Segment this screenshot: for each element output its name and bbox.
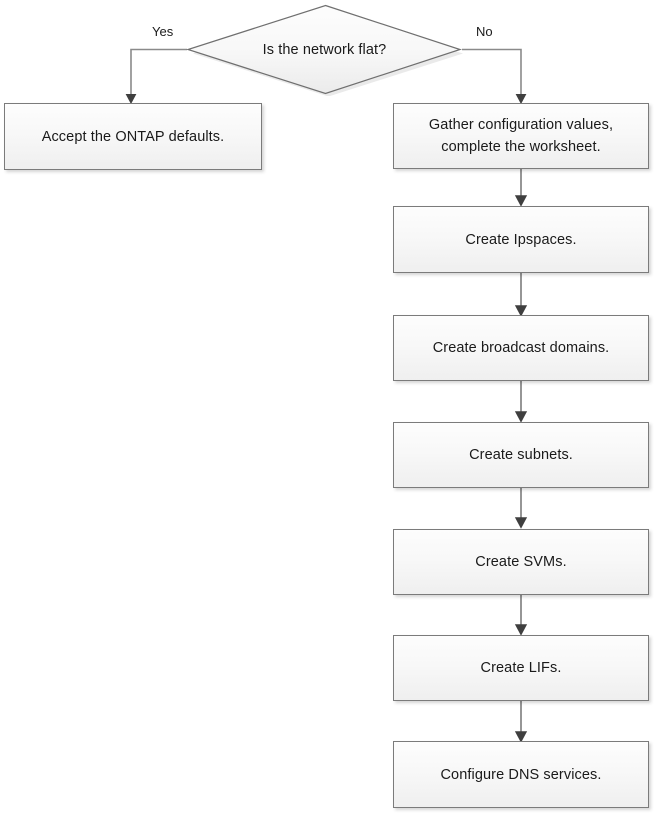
process-box-label-line1: Gather configuration values, — [428, 117, 614, 133]
process-box-label: Create SVMs. — [475, 554, 567, 570]
decision-node-network-flat[interactable]: Is the network flat? — [186, 3, 463, 96]
process-box-create-ipspaces[interactable]: Create Ipspaces. — [393, 206, 649, 273]
process-box-configure-dns-services[interactable]: Configure DNS services. — [393, 741, 649, 808]
process-box-label: Gather configuration values, complete th… — [421, 114, 621, 158]
process-box-label: Create Ipspaces. — [465, 231, 577, 248]
connector-no — [462, 48, 527, 105]
process-box-accept-ontap-defaults[interactable]: Accept the ONTAP defaults. — [4, 103, 262, 170]
process-box-create-svms[interactable]: Create SVMs. — [393, 529, 649, 595]
diamond-shape — [186, 4, 463, 96]
process-box-label: Accept the ONTAP defaults. — [41, 128, 225, 145]
process-box-create-subnets[interactable]: Create subnets. — [393, 422, 649, 488]
branch-label-no: No — [476, 24, 493, 39]
process-box-create-broadcast-domains[interactable]: Create broadcast domains. — [393, 315, 649, 381]
branch-label-yes: Yes — [152, 24, 174, 39]
process-box-label-line2: complete the worksheet. — [441, 139, 601, 155]
process-box-label: Create broadcast domains. — [432, 340, 610, 356]
process-box-label: Configure DNS services. — [440, 766, 602, 783]
process-box-gather-configuration-values[interactable]: Gather configuration values, complete th… — [393, 103, 649, 169]
connector-yes — [125, 48, 187, 105]
process-box-label: Create LIFs. — [480, 660, 562, 676]
decision-label: Is the network flat? — [262, 41, 387, 58]
process-box-label: Create subnets. — [469, 447, 573, 463]
process-box-create-lifs[interactable]: Create LIFs. — [393, 635, 649, 701]
